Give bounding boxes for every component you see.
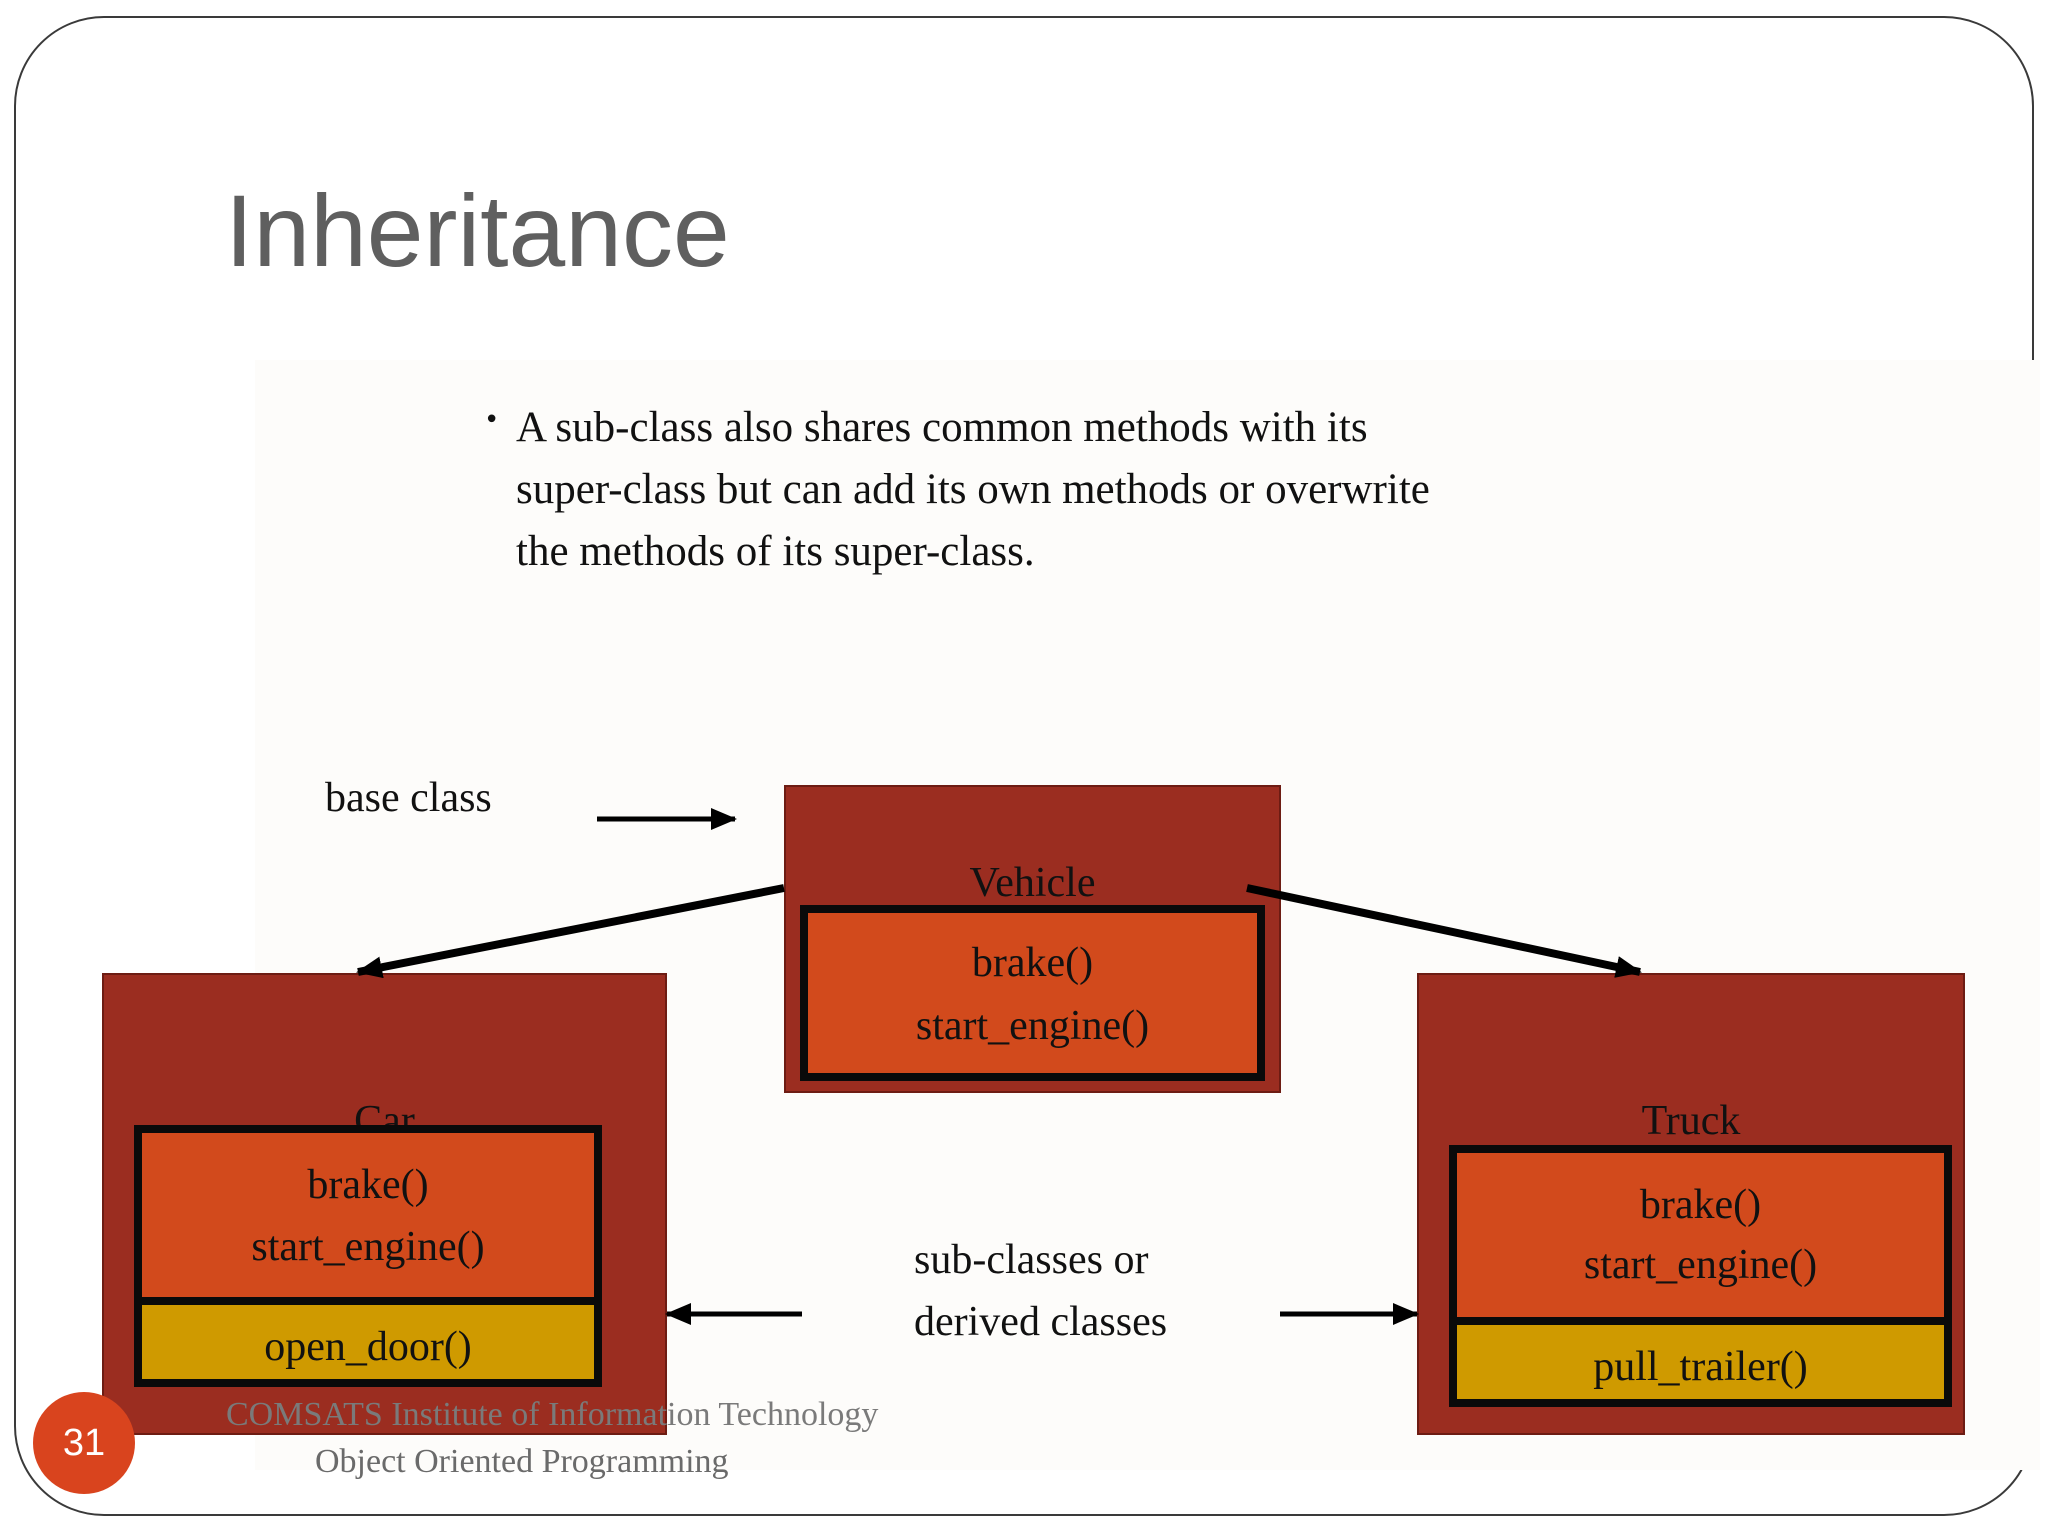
truck-method-brake: brake()	[1639, 1182, 1762, 1228]
vehicle-class-name: Vehicle	[969, 860, 1096, 906]
vehicle-methods-box: brake() start_engine()	[800, 905, 1265, 1081]
bullet-line-2: super-class but can add its own methods …	[516, 466, 1430, 513]
bullet-dot: •	[484, 405, 500, 435]
car-class-box: Car brake() start_engine() open_door()	[102, 973, 667, 1435]
sub-classes-label-line-1: sub-classes or	[914, 1237, 1149, 1283]
footer-course: Object Oriented Programming	[315, 1443, 729, 1480]
inheritance-arrow-truck	[1246, 884, 1642, 978]
vehicle-method-brake: brake()	[971, 940, 1094, 986]
inheritance-arrow-car	[356, 884, 785, 979]
vehicle-class-box: Vehicle brake() start_engine()	[784, 785, 1281, 1093]
car-extra-method-box: open_door()	[134, 1297, 602, 1387]
slide-title: Inheritance	[225, 174, 730, 288]
car-method-start-engine: start_engine()	[251, 1224, 485, 1270]
footer-institute: COMSATS Institute of Information Technol…	[226, 1396, 879, 1433]
car-methods-box: brake() start_engine()	[134, 1125, 602, 1305]
truck-class-box: Truck brake() start_engine() pull_traile…	[1417, 973, 1965, 1435]
truck-method-pull-trailer: pull_trailer()	[1593, 1344, 1808, 1390]
slide-number-badge: 31	[33, 1392, 135, 1494]
sub-classes-label-line-2: derived classes	[914, 1299, 1168, 1345]
bullet-line-3: the methods of its super-class.	[516, 528, 1035, 575]
bullet-line-1: A sub-class also shares common methods w…	[516, 404, 1368, 451]
vehicle-method-start-engine: start_engine()	[915, 1003, 1150, 1049]
truck-extra-method-box: pull_trailer()	[1449, 1317, 1952, 1407]
car-method-open-door: open_door()	[264, 1324, 472, 1370]
car-method-brake: brake()	[307, 1162, 429, 1208]
truck-class-name: Truck	[1641, 1098, 1741, 1144]
truck-method-start-engine: start_engine()	[1583, 1242, 1818, 1288]
base-class-label: base class	[325, 775, 492, 821]
